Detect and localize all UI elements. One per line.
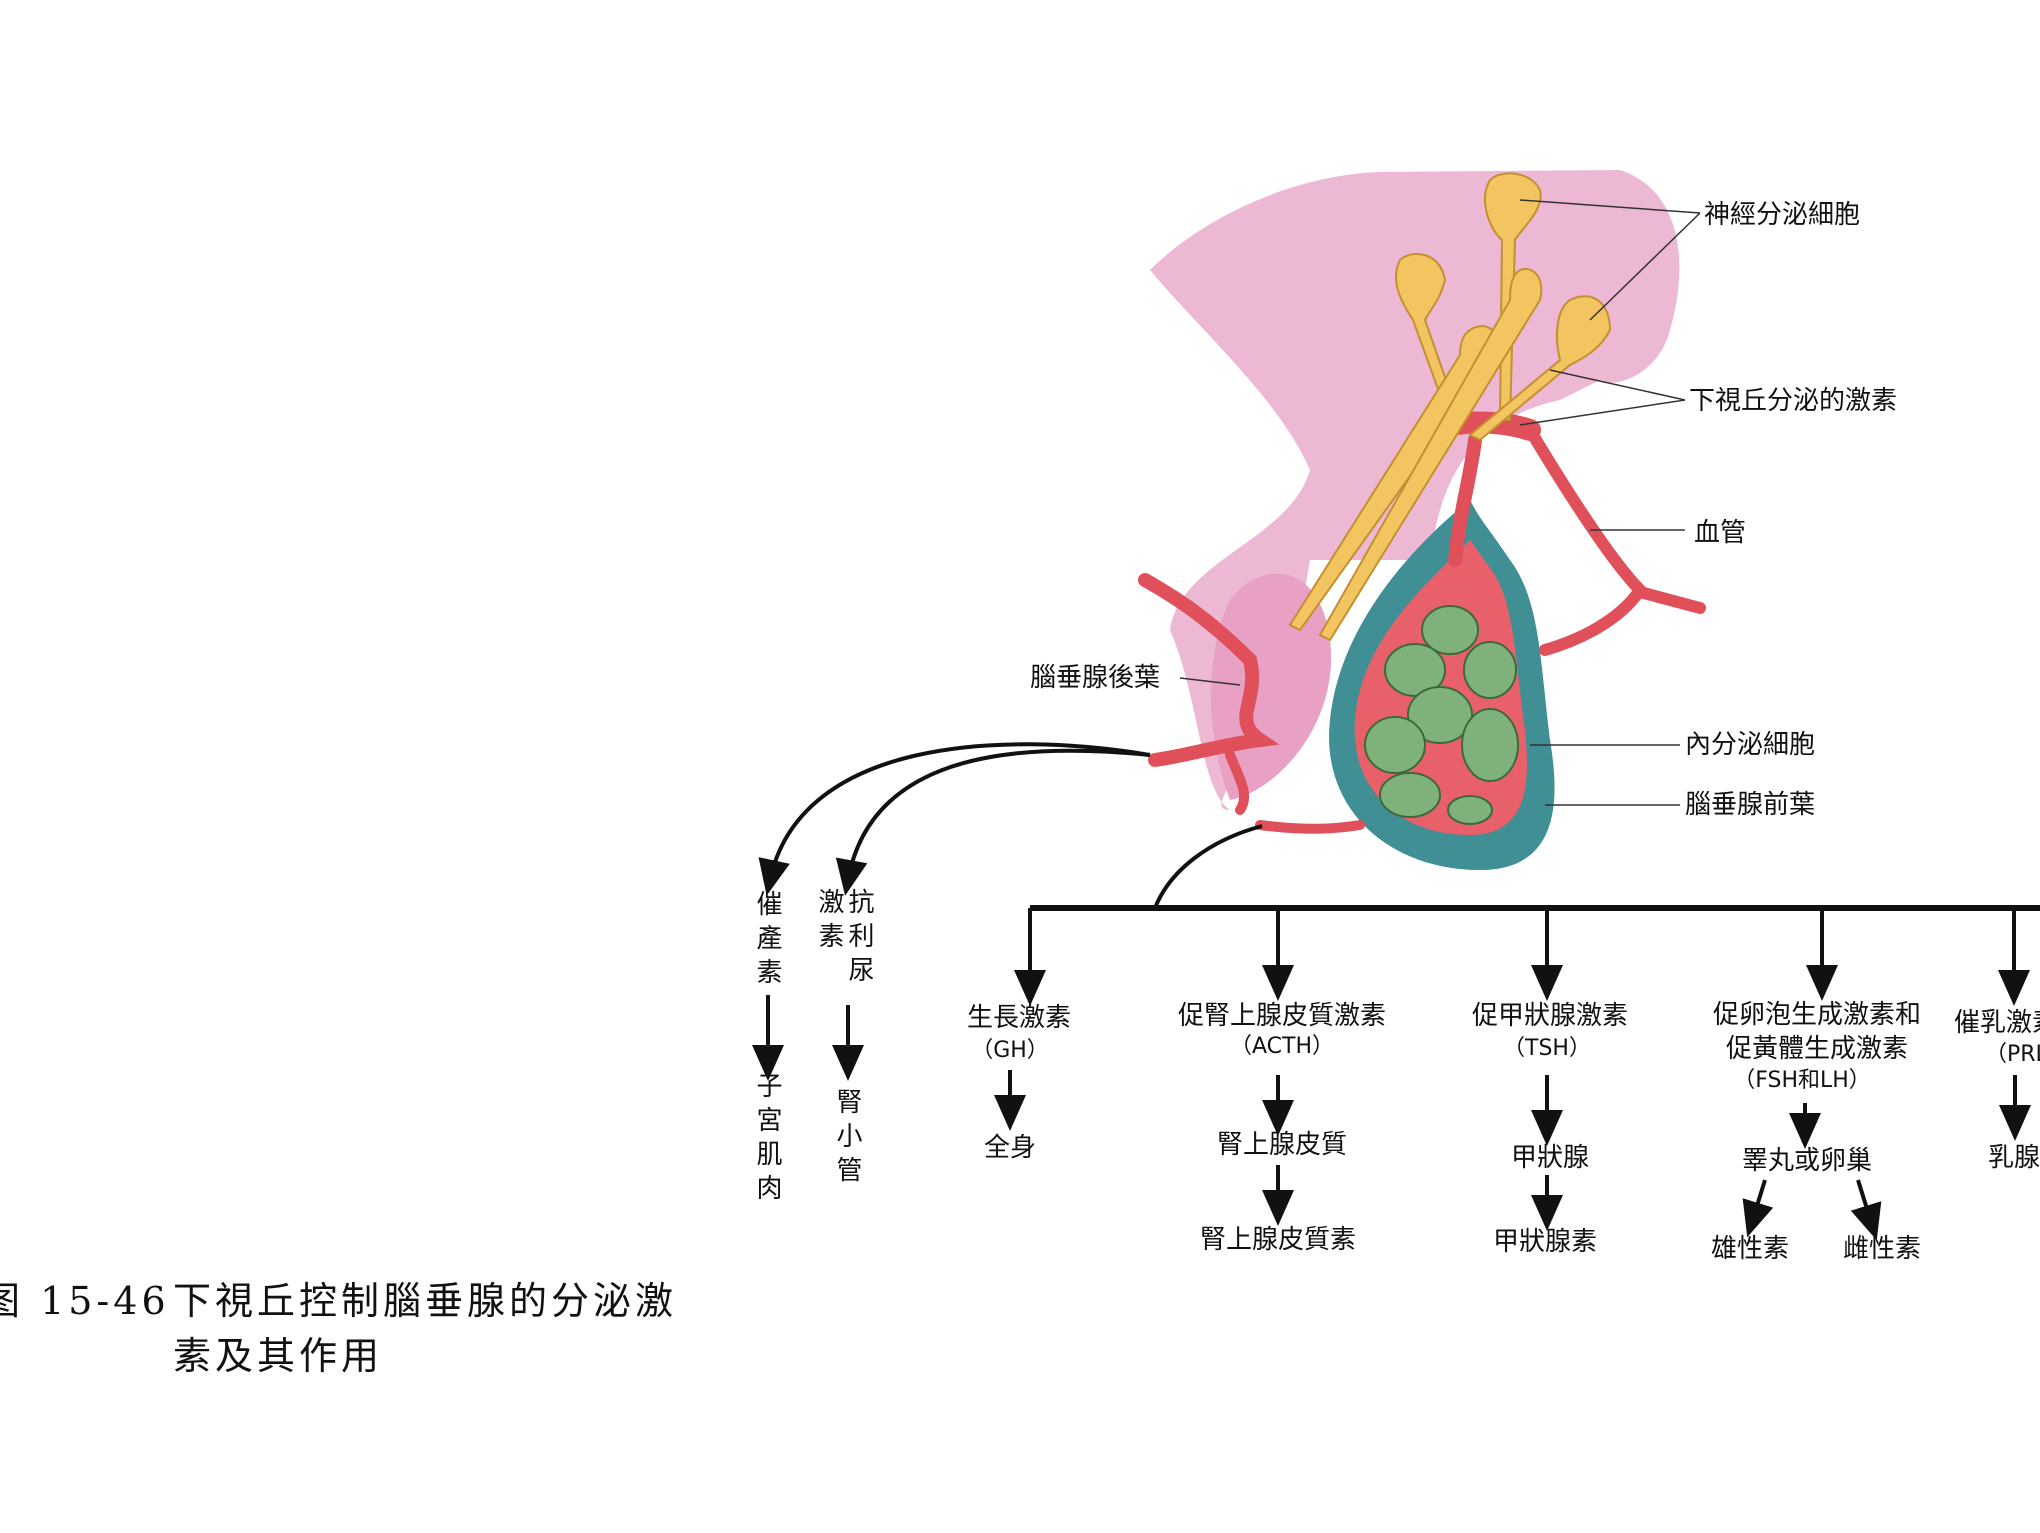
hormone-fsh: 促卵泡生成激素和: [1712, 1000, 1922, 1030]
hormone-prl-abbr: （PRL）: [1985, 1042, 2040, 1067]
endocrine-cells: [1364, 605, 1519, 825]
leader-lines: [1179, 199, 1701, 806]
target-whole-body: 全身: [983, 1133, 1037, 1163]
product-thyroxine: 甲狀腺素: [1492, 1227, 1598, 1257]
hormone-acth-abbr: （ACTH）: [1229, 1034, 1335, 1059]
hormone-gh-abbr: （GH）: [971, 1038, 1049, 1063]
hormone-fsh-lh-abbr: （FSH和LH）: [1733, 1068, 1871, 1093]
flow-arrows: [752, 742, 2040, 1241]
product-corticosteroid: 腎上腺皮質素: [1199, 1225, 1357, 1255]
hormone-acth: 促腎上腺皮質激素: [1177, 1001, 1387, 1031]
hormone-tsh-abbr: （TSH）: [1503, 1036, 1591, 1061]
hormone-prl: 催乳激素: [1954, 1008, 2040, 1038]
neurosecretory-neurons: [1288, 172, 1612, 642]
target-gonads: 睪丸或卵巢: [1741, 1146, 1873, 1176]
blood-vessels: [1138, 411, 1706, 834]
target-renal-tubule: 腎小管: [832, 1088, 862, 1190]
hormone-adh-col1: 激素: [814, 888, 844, 956]
target-thyroid: 甲狀腺: [1510, 1143, 1590, 1173]
product-androgen: 雄性素: [1710, 1234, 1790, 1264]
caption-line-1: 下視丘控制腦垂腺的分泌激: [173, 1279, 678, 1323]
label-endocrine-cell: 內分泌細胞: [1685, 730, 1816, 760]
hormone-lh: 促黃體生成激素: [1725, 1034, 1909, 1064]
target-uterine-muscle: 子宮肌肉: [752, 1072, 782, 1208]
caption-line-2: 素及其作用: [173, 1334, 384, 1378]
hormone-adh-col2: 抗利尿: [844, 888, 874, 990]
figure-number: 图 15-46: [0, 1279, 170, 1323]
product-estrogen: 雌性素: [1842, 1234, 1922, 1264]
target-adrenal-cortex: 腎上腺皮質: [1216, 1130, 1348, 1160]
label-posterior-pituitary: 腦垂腺後葉: [1030, 663, 1161, 693]
target-mammary-gland: 乳腺: [1988, 1143, 2040, 1173]
hormone-tsh: 促甲狀腺激素: [1471, 1001, 1629, 1031]
label-blood-vessel: 血管: [1694, 518, 1747, 548]
label-hypothalamic-hormone: 下視丘分泌的激素: [1689, 386, 1898, 416]
hormone-gh: 生長激素: [966, 1003, 1072, 1033]
label-anterior-pituitary: 腦垂腺前葉: [1685, 790, 1816, 820]
label-neurosecretory-cell: 神經分泌細胞: [1704, 200, 1861, 230]
hormone-oxytocin: 催產素: [752, 890, 782, 992]
